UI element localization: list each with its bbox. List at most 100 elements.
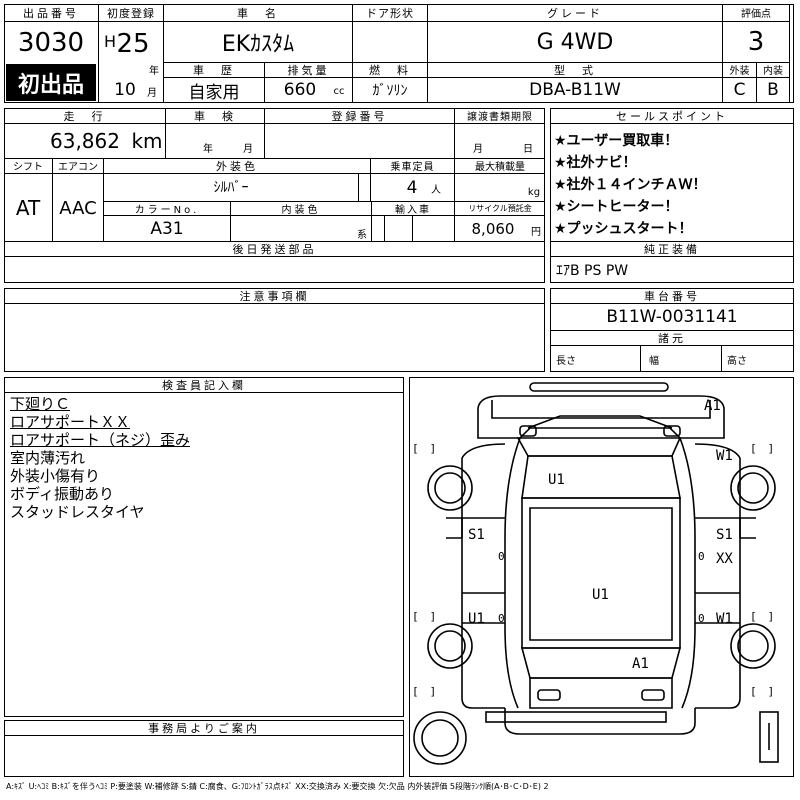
model-label: 型 式 [554,63,596,77]
mileage: 63,862 [50,129,120,153]
chassis-label: 車台番号 [644,289,700,303]
sales-point-item: ★社外１４インチＡＷ！ [554,177,707,193]
tire-mark: 0 [698,612,705,625]
recycle-unit: 円 [531,226,541,238]
office-value [4,736,404,776]
capacity: 4 [406,178,418,198]
legend: A:ｷｽﾞ U:ﾍｺﾐ B:ｷｽﾞを伴うﾍｺﾐ P:要塗装 W:補修跡 S:錆 … [6,782,549,791]
displacement: 660 [283,80,317,100]
notes-value [4,304,545,370]
door-value [353,22,427,62]
year-unit: 年 [149,65,159,77]
mileage-label: 走 行 [63,109,106,123]
inspection-label: 車 検 [194,109,236,123]
exterior-grade: C [733,80,746,100]
shift-label: シフト [13,162,43,173]
inspector-block [4,377,404,717]
int-color-label: 内装色 [281,204,321,216]
inspector-line: 外装小傷有り [10,467,101,485]
height-label: 高さ [727,355,747,367]
recycle: 8,060 [471,220,515,238]
bracket-mark: [ ] [750,685,775,698]
inspection-month: 月 [243,143,253,155]
tire-mark: 0 [698,550,705,563]
inspector-line: ロアサポートＸＸ [10,413,131,431]
inspector-line: 室内薄汚れ [10,449,86,467]
import-label: 輸入車 [395,204,431,216]
score-label: 評価点 [741,9,771,20]
ac: AAC [59,197,97,219]
damage-label: XX [716,551,733,567]
history: 自家用 [188,82,240,103]
sales-point-item: ★プッシュスタート！ [554,221,693,237]
displacement-label: 排気量 [287,63,330,77]
model: DBA-B11W [529,80,621,100]
shift: AT [15,196,41,220]
fuel-label: 燃 料 [369,63,411,77]
width-label: 幅 [649,355,659,367]
header-block [4,4,794,103]
first-reg-year: 25 [116,29,150,59]
bracket-mark: [ ] [750,610,775,623]
inspector-line: スタッドレスタイヤ [10,503,145,521]
tire-mark: 0 [498,550,505,563]
ac-label: エアコン [58,162,98,173]
damage-label: S1 [468,527,485,543]
bracket-mark: [ ] [412,442,437,455]
equipment-block [550,241,794,283]
equipment-value: ｴｱB PS PW [556,262,629,279]
sales-points-label: セールスポイント [616,109,728,123]
load-unit: kg [527,186,541,198]
reg-no-label: 登録番号 [331,109,388,123]
car-outline-drawing [413,382,779,765]
inspector-label: 検査員記入欄 [162,378,246,392]
bracket-mark: [ ] [412,685,437,698]
month-unit: 月 [147,87,157,99]
damage-label: U1 [548,472,565,488]
bracket-mark: [ ] [412,610,437,623]
capacity-label: 乗車定員 [390,162,435,173]
capacity-unit: 人 [431,184,441,196]
first-reg-month: 10 [114,80,136,100]
exterior-label: 外装 [729,66,750,77]
inspection-year: 年 [203,143,213,155]
color-no: A31 [150,218,184,239]
notes-block [4,288,545,372]
damage-label: A1 [632,656,649,672]
grade: G 4WD [536,29,614,55]
int-color-unit: 系 [357,229,367,241]
car-name: EKｶｽﾀﾑ [221,32,295,57]
load-label: 最大積載量 [475,162,525,173]
later-parts-value [4,257,545,282]
damage-label: A1 [704,398,721,414]
displacement-unit: cc [333,85,345,97]
interior-grade: B [767,80,779,100]
recycle-label: リサイクル預託金 [468,203,532,213]
car-diagram: A1 W1 U1 S1 S1 XX U1 U1 W1 A1 0 0 0 0 [ … [409,377,794,777]
transfer-day: 日 [523,143,533,155]
damage-label: S1 [716,527,733,543]
inspector-line: 下廻りＣ [10,395,71,413]
chassis-number: B11W-0031141 [606,307,738,327]
era: H [103,31,117,51]
color-no-label: カラーNo. [134,204,200,216]
grade-label: グレード [547,6,603,20]
reg-no [265,124,454,157]
office-label: 事務局よりご案内 [148,721,260,735]
history-label: 車 歴 [193,63,235,77]
fuel: ｶﾞｿﾘﾝ [372,83,408,99]
lot-no: 3030 [17,28,85,58]
mileage-unit: km [131,129,163,153]
sales-point-item: ★ユーザー買取車！ [554,133,679,149]
notes-label: 注意事項欄 [239,289,310,303]
tire-mark: 0 [498,612,505,625]
bracket-mark: [ ] [750,442,775,455]
door-label: ドア形状 [366,6,414,20]
inspector-line: ボディ振動あり [10,485,114,503]
inspector-line: ロアサポート（ネジ）歪み [10,431,191,449]
interior-label: 内装 [763,66,783,77]
transfer-label: 譲渡書類期限 [467,112,533,123]
damage-label: W1 [716,448,733,464]
color-label: 外装色 [216,159,258,173]
transfer-month: 月 [473,143,483,155]
